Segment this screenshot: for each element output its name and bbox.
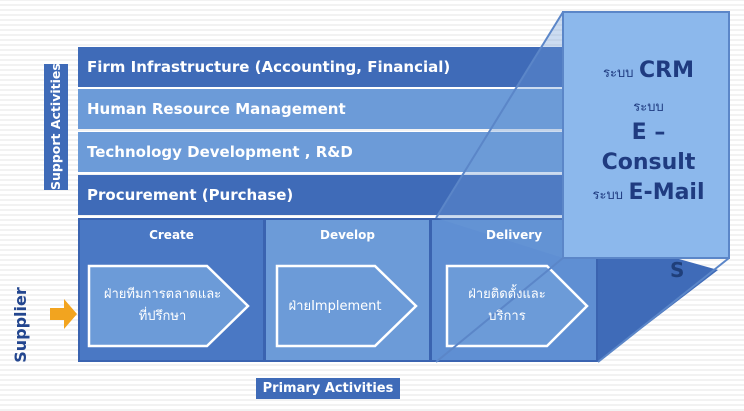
callout-line-crm: ระบบ CRM <box>566 58 731 83</box>
stage-title-develop: Develop <box>319 228 375 242</box>
callout-panel <box>562 11 730 259</box>
chevron-text-develop: ฝ่ายImplement <box>288 299 382 314</box>
supplier-arrow-icon <box>50 299 77 329</box>
primary-activities-label: Primary Activities <box>256 378 400 399</box>
chevron-develop <box>275 264 418 348</box>
chevron-text-delivery: ฝ่ายติดตั้งและบริการ <box>468 287 546 324</box>
callout-connector-top <box>435 11 564 219</box>
callout-email-prefix: ระบบ <box>592 188 623 203</box>
callout-line-e: E – <box>566 120 731 145</box>
callout-system-prefix: ระบบ <box>633 100 664 115</box>
callout-line-system: ระบบ <box>566 96 731 117</box>
callout-zoom-shadow <box>436 12 563 258</box>
callout-crm-text: CRM <box>639 58 695 83</box>
stage-title-create: Create <box>149 228 194 242</box>
support-bar-procurement <box>78 175 610 215</box>
callout-connector-right <box>597 257 730 363</box>
chevron-create <box>87 264 250 348</box>
stage-title-delivery: Delivery <box>485 228 543 242</box>
callout-line-consult: Consult <box>566 150 731 175</box>
callout-e-text: E – <box>631 120 666 145</box>
support-bar-label-infrastructure: Firm Infrastructure (Accounting, Financi… <box>87 58 451 76</box>
support-bar-label-hr: Human Resource Management <box>87 100 346 118</box>
chevron-delivery <box>445 264 589 348</box>
callout-connector-bottom <box>435 257 564 363</box>
callout-line-email: ระบบ E-Mail <box>566 180 731 205</box>
callout-email-text: E-Mail <box>628 180 705 205</box>
margin-letter: S <box>670 258 685 282</box>
chevron-text-create: ฝ่ายทีมการตลาดและที่ปรึกษา <box>103 287 222 324</box>
supplier-label: Supplier <box>11 287 30 363</box>
support-bar-label-procurement: Procurement (Purchase) <box>87 186 294 204</box>
support-bar-hr <box>78 89 610 129</box>
support-bar-label-technology: Technology Development , R&D <box>87 143 353 161</box>
callout-consult-text: Consult <box>601 150 696 175</box>
support-activities-label: Support Activities <box>44 63 68 190</box>
callout-crm-prefix: ระบบ <box>602 66 634 81</box>
support-bar-technology <box>78 132 610 172</box>
